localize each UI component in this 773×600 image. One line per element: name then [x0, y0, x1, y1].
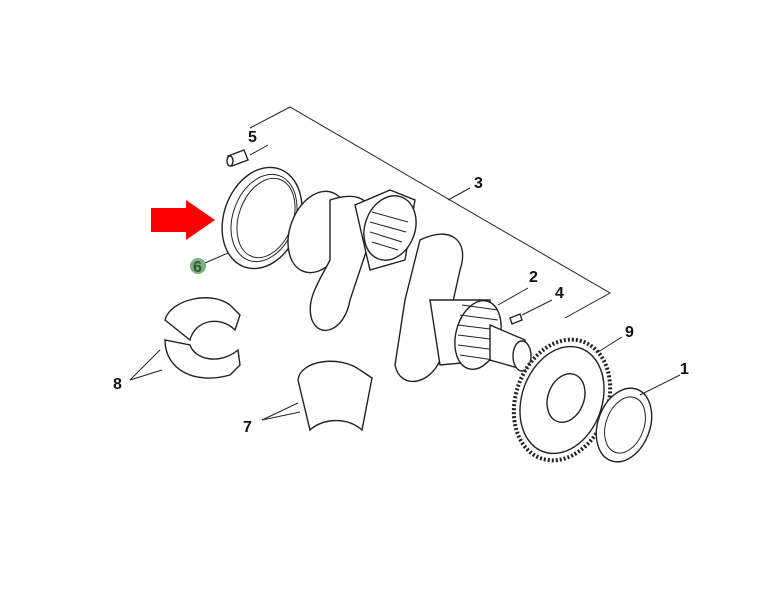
- callout-5: 5: [248, 129, 257, 146]
- callout-8: 8: [113, 376, 122, 393]
- key-part-4: [509, 299, 553, 325]
- callout-9: 9: [625, 324, 634, 341]
- main-bearing-part-8: [129, 297, 241, 381]
- callout-4: 4: [555, 285, 564, 302]
- rod-bearing-part-7: [261, 360, 373, 432]
- callout-1: 1: [680, 361, 689, 378]
- seal-part-1: [595, 374, 681, 463]
- red-pointer-arrow: [151, 200, 215, 240]
- callout-2: 2: [529, 269, 538, 286]
- callout-6: 6: [193, 259, 202, 276]
- crankshaft-part-3: [287, 189, 532, 382]
- assembly-bracket: [249, 106, 612, 319]
- callout-7: 7: [243, 419, 252, 436]
- callout-3: 3: [474, 175, 483, 192]
- callout-6-highlight: [190, 258, 206, 274]
- leader-3: [447, 187, 471, 201]
- pin-part-5: [226, 144, 269, 167]
